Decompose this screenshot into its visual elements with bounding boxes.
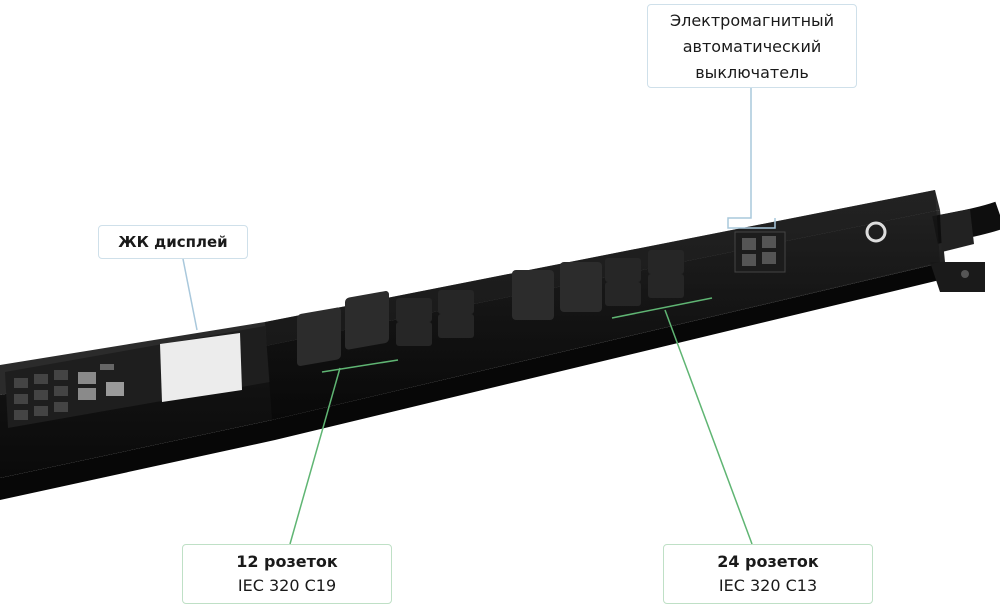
breaker-leader-line [727, 88, 776, 229]
c13-outlets-right [605, 250, 684, 306]
breaker-callout-line2: автоматический [682, 37, 822, 56]
pdu-bottom-edge [0, 262, 948, 500]
bracket-hole [961, 270, 969, 278]
c19-callout: 12 розеток IEC 320 C19 [182, 544, 392, 604]
c13-bracket [611, 297, 713, 319]
c13-type: IEC 320 C13 [718, 576, 818, 595]
c19-type: IEC 320 C19 [237, 576, 337, 595]
c13-count: 24 розеток [717, 552, 819, 571]
breaker-callout-line1: Электромагнитный [669, 11, 835, 30]
rj-ports [14, 364, 124, 420]
c19-leader-line [289, 367, 341, 545]
mounting-bracket [930, 262, 985, 292]
c13-outlets-left [396, 290, 474, 346]
breaker-callout-line3: выключатель [695, 63, 809, 82]
c19-bracket [321, 359, 399, 373]
c19-outlets-left [297, 291, 389, 366]
c13-leader-line [664, 309, 753, 545]
lcd-leader-line [182, 258, 198, 331]
brand-logo-icon [865, 221, 887, 243]
c13-callout: 24 розеток IEC 320 C13 [663, 544, 873, 604]
cable-gland [940, 209, 974, 252]
lcd-callout: ЖК дисплей [98, 225, 248, 259]
breaker-callout: Электромагнитный автоматический выключат… [647, 4, 857, 88]
circuit-breaker [734, 231, 786, 273]
c19-count: 12 розеток [236, 552, 338, 571]
c19-outlets-middle [512, 262, 602, 320]
lcd-callout-label: ЖК дисплей [118, 233, 228, 251]
lcd-display [160, 333, 242, 402]
